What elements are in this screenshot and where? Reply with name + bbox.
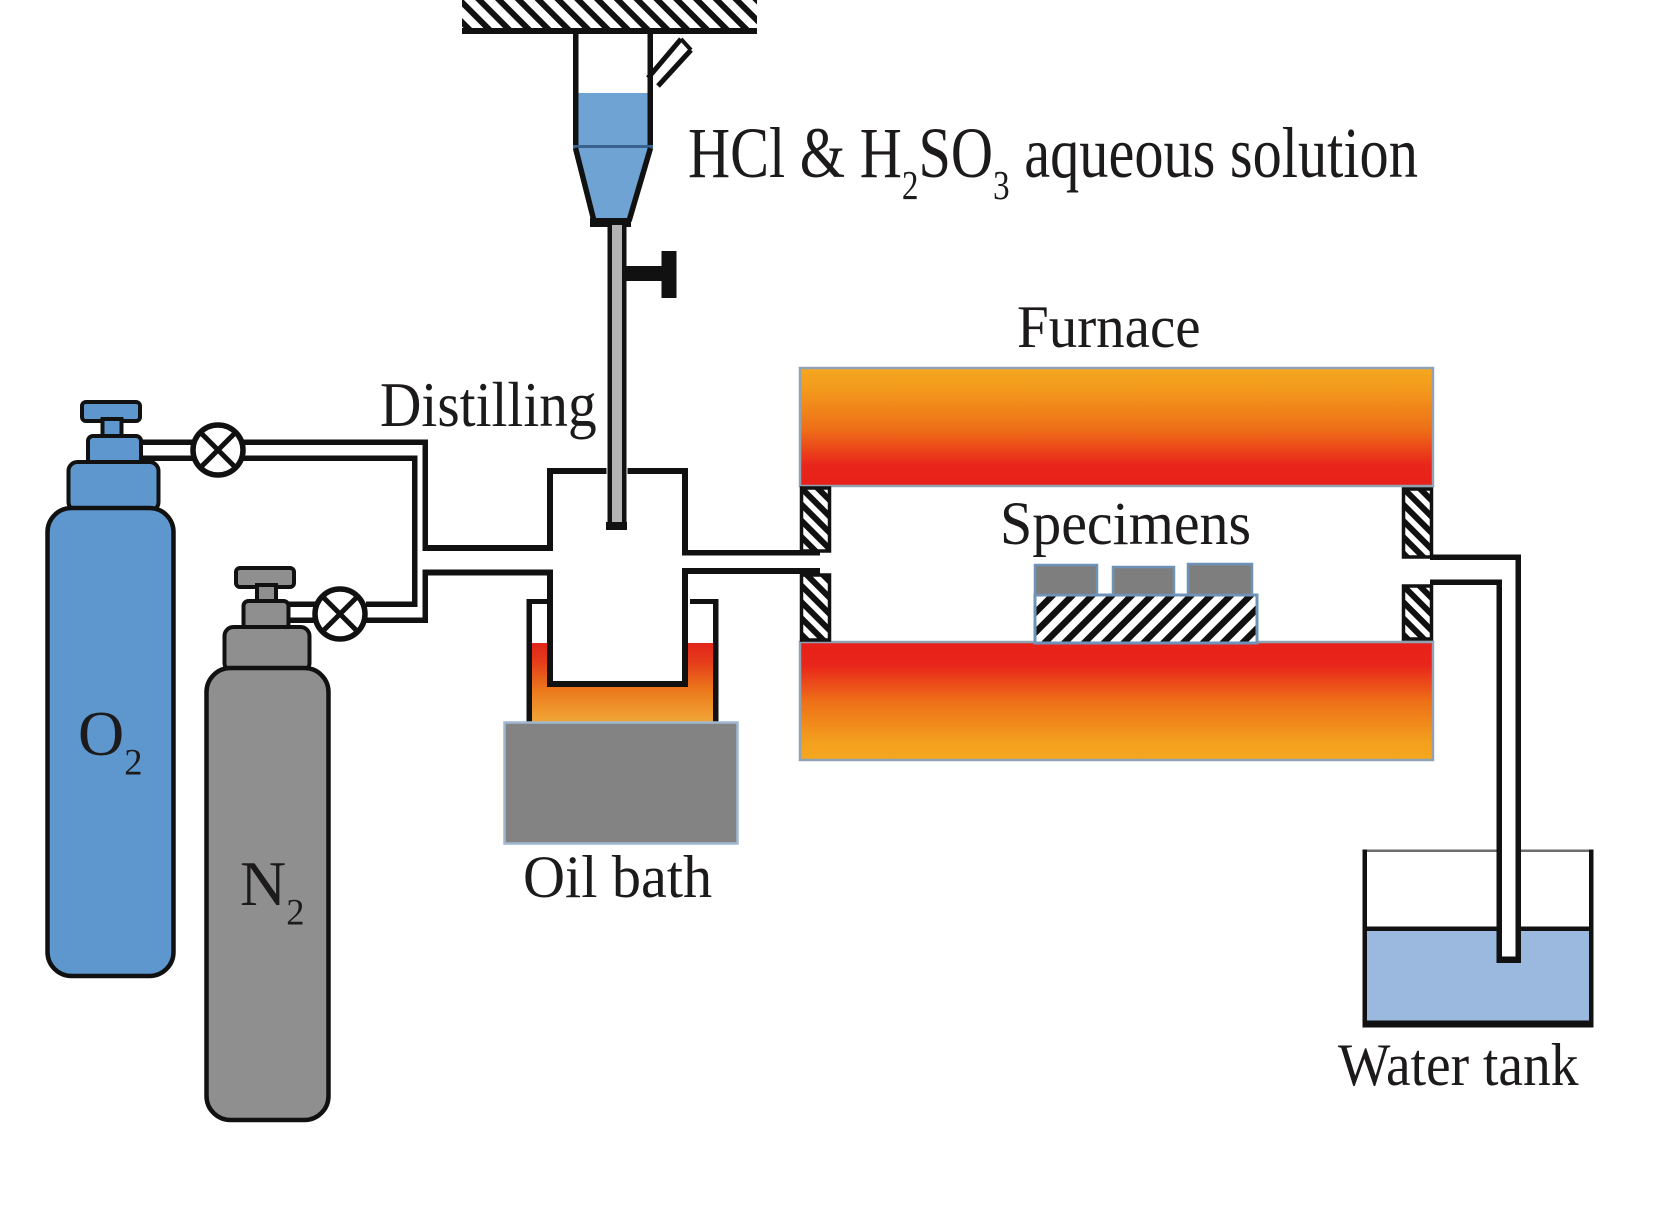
furnace bbox=[798, 366, 1435, 762]
specimen-block bbox=[1186, 562, 1254, 597]
ceiling-mount bbox=[462, 0, 757, 34]
specimens-label: Specimens bbox=[1000, 491, 1252, 558]
furnace-seal-left bbox=[799, 486, 832, 642]
water-tank-label: Water tank bbox=[1338, 1032, 1579, 1098]
oil-bath-beaker bbox=[503, 599, 739, 845]
pipe-flask-inlet bbox=[422, 545, 554, 576]
specimen-block bbox=[1033, 563, 1099, 597]
valve-icon-n2 bbox=[312, 586, 368, 642]
furnace-bottom-heater bbox=[798, 640, 1435, 762]
specimen-block bbox=[1111, 565, 1176, 597]
solution-label: HCl & H2SO3 aqueous solution bbox=[688, 113, 1418, 209]
dropping-funnel bbox=[572, 31, 693, 530]
pipe-n2-line bbox=[288, 601, 428, 623]
pipe-furnace-tank bbox=[1430, 554, 1521, 963]
pipe-o2-line bbox=[141, 439, 428, 461]
hot-plate bbox=[503, 721, 739, 845]
gas-cylinder-n2 bbox=[204, 566, 331, 1123]
furnace-label: Furnace bbox=[1017, 294, 1201, 360]
stopcock-icon bbox=[626, 251, 677, 298]
n2-label: N2 bbox=[240, 848, 305, 933]
gas-cylinder-o2 bbox=[45, 400, 176, 979]
specimen-blocks bbox=[1033, 562, 1254, 597]
o2-label: O2 bbox=[78, 698, 143, 783]
water-tank bbox=[1362, 849, 1594, 1028]
specimen-tray bbox=[1033, 593, 1259, 645]
pipe-flask-furnace bbox=[682, 550, 820, 574]
furnace-seal-right bbox=[1401, 487, 1434, 641]
pipe-junction-vertical bbox=[412, 439, 428, 623]
distilling-label: Distilling bbox=[380, 370, 597, 440]
furnace-top-heater bbox=[798, 366, 1435, 488]
funnel-spout bbox=[646, 37, 693, 88]
oil-bath-label: Oil bath bbox=[523, 844, 713, 910]
valve-icon-o2 bbox=[190, 422, 246, 478]
